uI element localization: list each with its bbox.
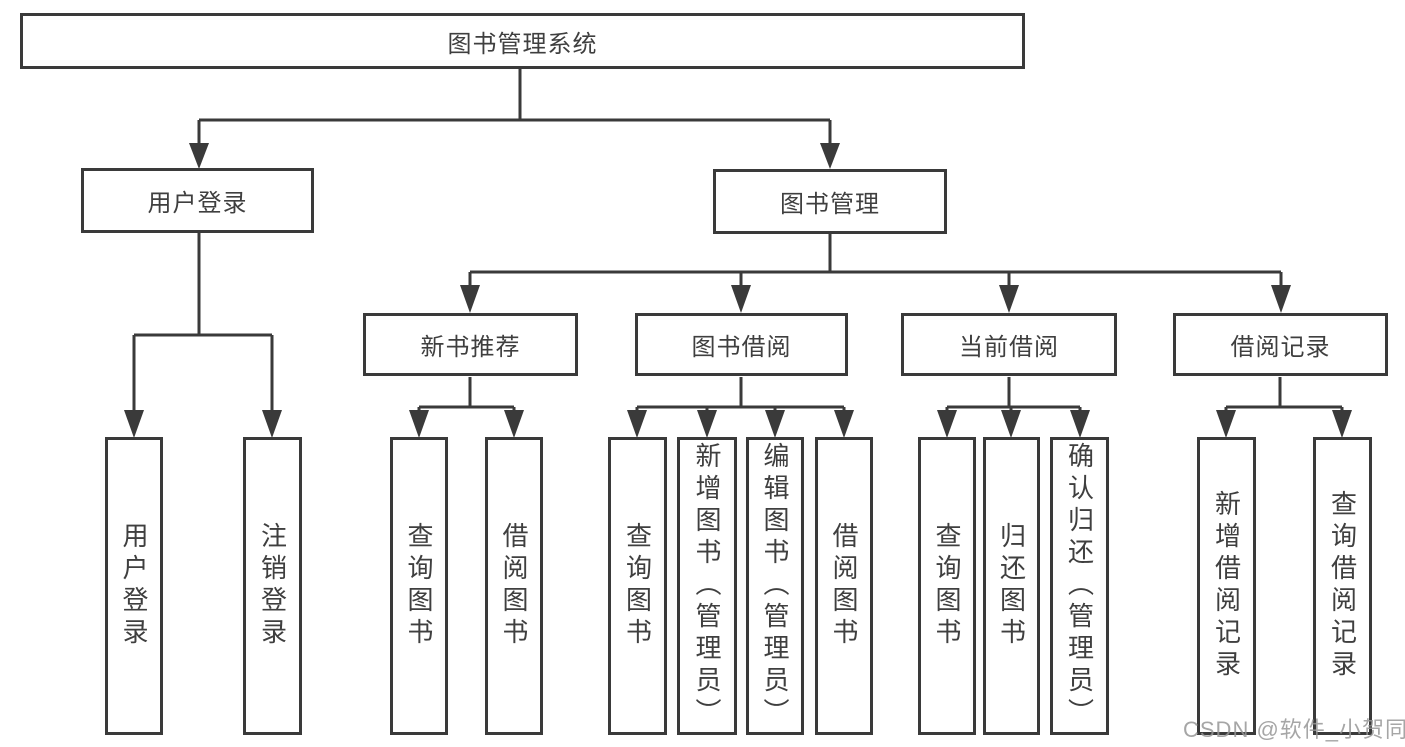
leaf-query-books-recommend: 查询图书 <box>390 437 448 735</box>
leaf-label: 用户登录 <box>119 522 149 650</box>
arrowhead-icon <box>999 285 1019 313</box>
arrowhead-icon <box>1001 410 1021 438</box>
node-library-management-system: 图书管理系统 <box>20 13 1025 69</box>
leaf-label: 查询图书 <box>404 522 434 650</box>
leaf-borrow-books-recommend: 借阅图书 <box>485 437 543 735</box>
leaf-confirm-return-admin: 确认归还（管理员） <box>1050 437 1109 735</box>
arrowhead-icon <box>262 410 282 438</box>
arrowhead-icon <box>189 143 209 169</box>
leaf-label: 新增借阅记录 <box>1211 490 1242 682</box>
leaf-borrow-books: 借阅图书 <box>815 437 873 735</box>
node-borrowing-records: 借阅记录 <box>1173 313 1388 376</box>
arrowhead-icon <box>937 410 957 438</box>
leaf-label: 借阅图书 <box>499 522 529 650</box>
arrowhead-icon <box>1070 410 1090 438</box>
arrowhead-icon <box>1332 410 1352 438</box>
arrowhead-icon <box>504 410 524 438</box>
node-current-borrowing: 当前借阅 <box>901 313 1117 376</box>
leaf-label: 查询借阅记录 <box>1327 490 1358 682</box>
node-book-management: 图书管理 <box>713 169 947 234</box>
leaf-return-books: 归还图书 <box>983 437 1040 735</box>
leaf-add-borrow-record: 新增借阅记录 <box>1197 437 1256 735</box>
arrowhead-icon <box>731 285 751 313</box>
leaf-label: 新增图书（管理员） <box>692 442 722 730</box>
node-new-book-recommendation: 新书推荐 <box>363 313 578 376</box>
leaf-label: 确认归还（管理员） <box>1064 442 1095 730</box>
leaf-user-login: 用户登录 <box>105 437 163 735</box>
leaf-logout: 注销登录 <box>243 437 302 735</box>
leaf-label: 查询图书 <box>932 522 962 650</box>
arrowhead-icon <box>124 410 144 438</box>
arrowhead-icon <box>409 410 429 438</box>
leaf-label: 注销登录 <box>257 522 288 650</box>
leaf-add-book-admin: 新增图书（管理员） <box>677 437 737 735</box>
arrowhead-icon <box>1271 285 1291 313</box>
arrowhead-icon <box>834 410 854 438</box>
leaf-label: 归还图书 <box>996 522 1027 650</box>
arrowhead-icon <box>820 143 840 169</box>
leaf-query-books-borrowing: 查询图书 <box>608 437 667 735</box>
node-book-borrowing: 图书借阅 <box>635 313 848 376</box>
csdn-watermark: CSDN @软件_小贺同学 <box>1183 717 1405 742</box>
arrowhead-icon <box>1216 410 1236 438</box>
leaf-label: 查询图书 <box>622 522 653 650</box>
arrowhead-icon <box>460 285 480 313</box>
arrowhead-icon <box>697 410 717 438</box>
leaf-query-books-current: 查询图书 <box>918 437 976 735</box>
leaf-edit-book-admin: 编辑图书（管理员） <box>746 437 804 735</box>
leaf-query-borrow-record: 查询借阅记录 <box>1313 437 1372 735</box>
arrowhead-icon <box>627 410 647 438</box>
leaf-label: 编辑图书（管理员） <box>760 442 790 730</box>
node-user-login: 用户登录 <box>81 168 314 233</box>
leaf-label: 借阅图书 <box>829 522 859 650</box>
arrowhead-icon <box>765 410 785 438</box>
